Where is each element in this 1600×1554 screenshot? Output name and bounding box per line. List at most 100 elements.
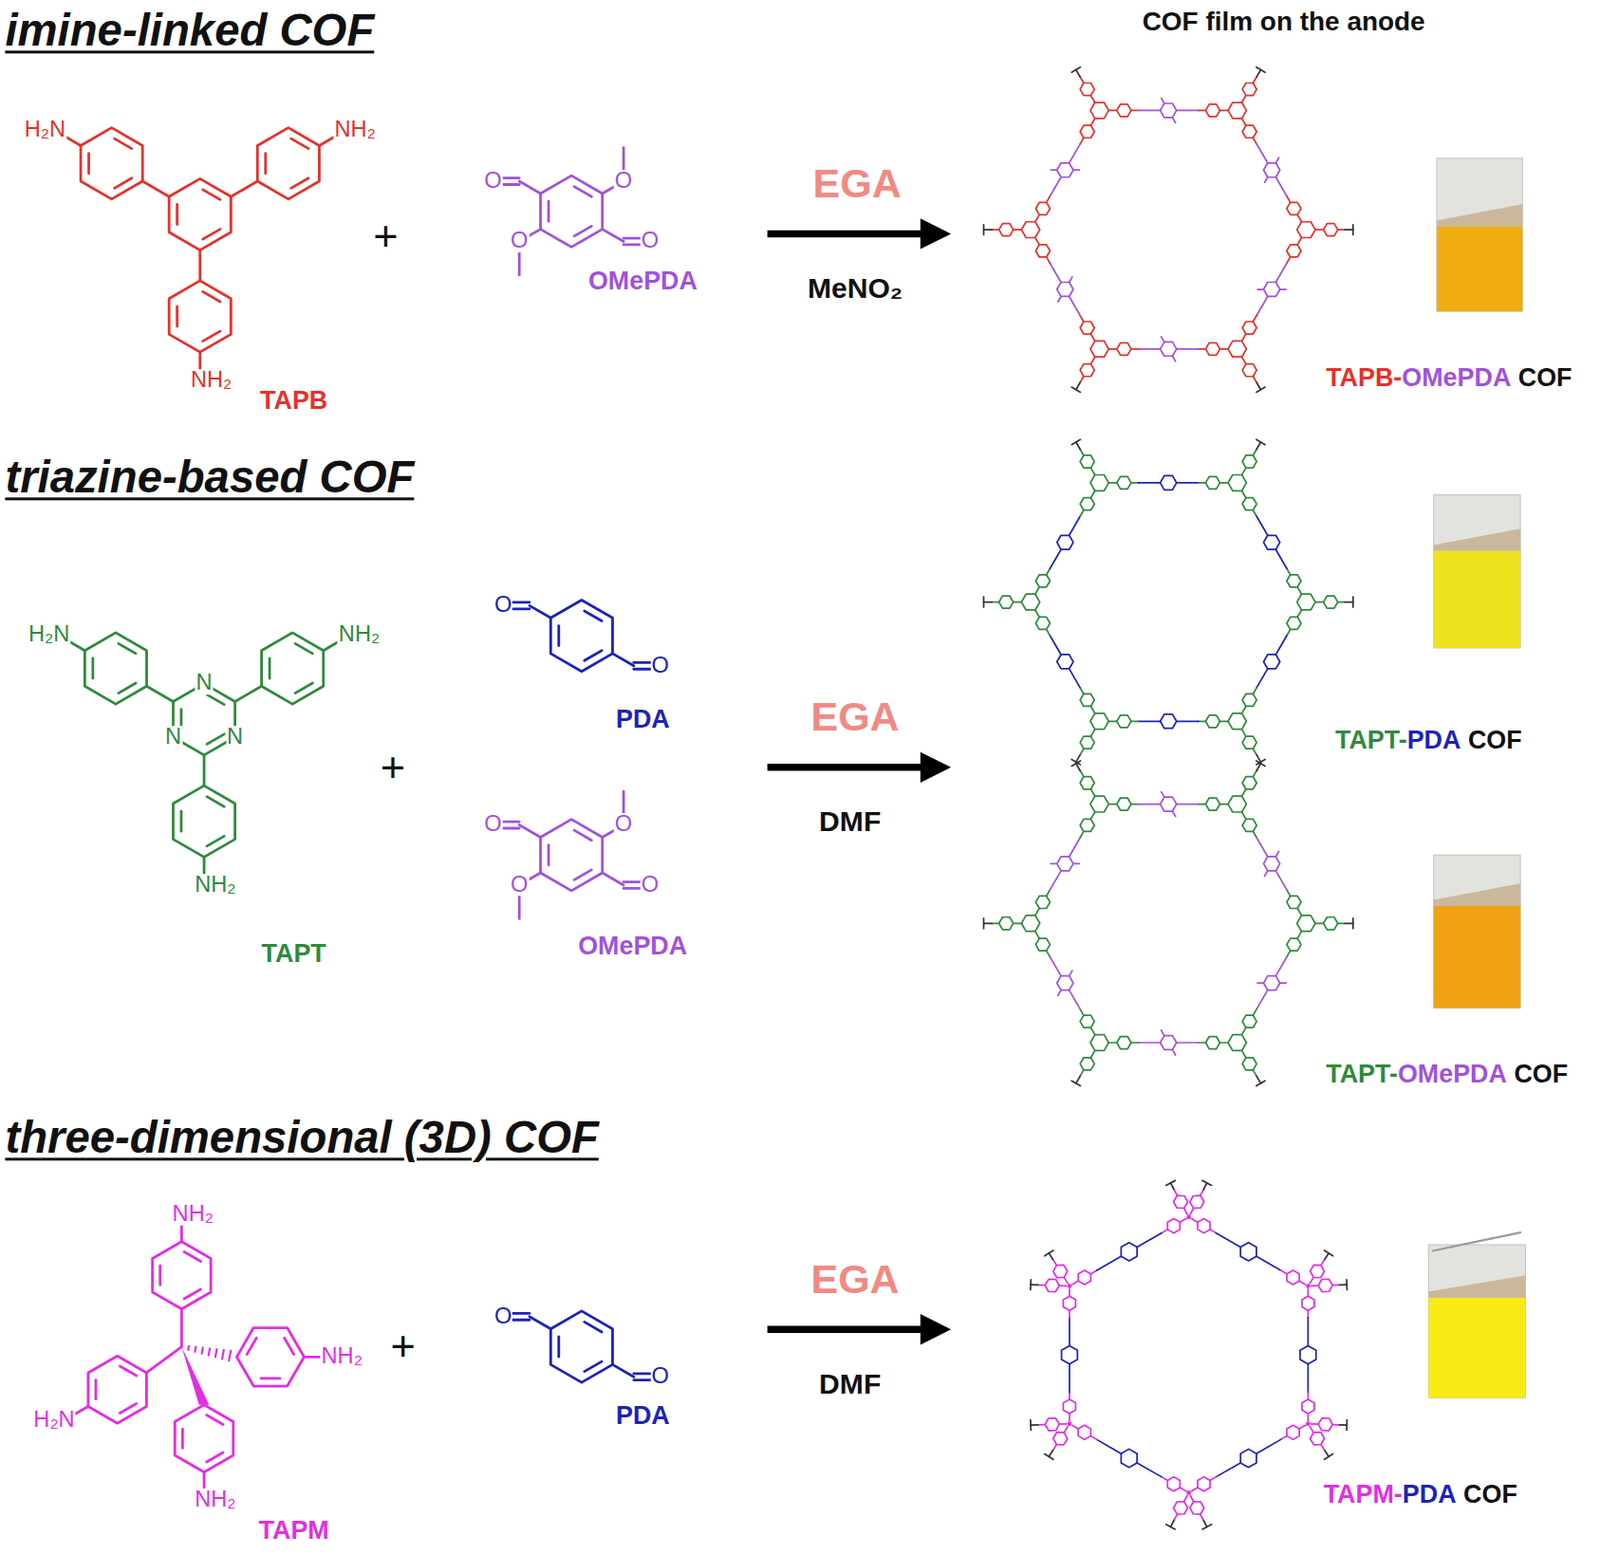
double-bond-line: [263, 153, 267, 174]
methoxy-stub: [1161, 1030, 1165, 1037]
imine-linker: [1069, 837, 1081, 857]
bond-line: [142, 181, 169, 197]
cut-mark: [1256, 439, 1266, 445]
double-bond-line: [501, 183, 520, 187]
plus-sign: +: [372, 215, 398, 259]
arm-ring: [1079, 1015, 1095, 1028]
arm-ring: [1078, 1425, 1091, 1440]
section-heading: imine-linked COF: [4, 8, 374, 54]
double-bond-line: [574, 830, 592, 841]
imine-linker: [1137, 720, 1160, 723]
imine-linker: [1256, 144, 1268, 164]
methoxy-stub: [1172, 355, 1175, 362]
phenyl-ring: [257, 128, 319, 200]
arm-ring: [1242, 321, 1257, 335]
bond-line: [75, 1406, 89, 1414]
compound-name: TAPB: [260, 387, 328, 413]
product-name-part: PDA: [1402, 1482, 1457, 1508]
arm-ring: [999, 223, 1014, 237]
bond-line: [1046, 890, 1051, 897]
linker-ring: [1057, 856, 1074, 872]
imine-linker: [1176, 720, 1199, 723]
cof-film: [1433, 906, 1521, 1009]
arm-ring: [1242, 125, 1257, 138]
bond-line: [1286, 568, 1291, 576]
bond-line: [1090, 95, 1095, 103]
tape-band: [1433, 528, 1521, 552]
imine-linker: [1275, 957, 1287, 977]
cut-mark: [1029, 1420, 1032, 1432]
cut-mark: [1352, 596, 1355, 608]
arm-ring: [1079, 818, 1095, 832]
arm-ring: [1318, 1279, 1333, 1292]
bond-line: [1219, 720, 1228, 723]
bond-line: [1242, 118, 1247, 126]
product-name: TAPT-PDACOF: [1335, 726, 1523, 753]
imine-linker: [1069, 296, 1081, 316]
methyl-bond: [622, 791, 626, 815]
double-bond-line: [114, 138, 132, 149]
atom-label: H₂N: [23, 118, 67, 142]
arm-ring: [1079, 455, 1095, 468]
bond-line: [1242, 1027, 1247, 1035]
bond-line: [1173, 1190, 1178, 1197]
bond-line: [1179, 1219, 1187, 1224]
sp3-carbon: [1305, 1283, 1311, 1289]
imine-stub: [1203, 1183, 1207, 1191]
sp3-carbon: [1067, 1421, 1073, 1427]
bond-line: [1063, 1426, 1068, 1433]
double-bond-line: [206, 734, 224, 745]
imine-stub: [1076, 382, 1080, 391]
bond-line: [1252, 770, 1257, 777]
double-bond-line: [203, 189, 221, 201]
bond-line: [602, 229, 624, 242]
node-ring: [1090, 475, 1109, 492]
node-ring: [1227, 102, 1247, 119]
arm-ring: [1079, 83, 1095, 96]
bond-line: [1332, 1284, 1340, 1287]
arm-ring: [1286, 1425, 1300, 1440]
imine-linker: [1049, 957, 1061, 977]
bond-line: [1320, 1259, 1325, 1266]
arm-ring: [1044, 1279, 1060, 1292]
bond-line: [1200, 1514, 1205, 1522]
product-name-part: OMePDA: [1397, 1061, 1507, 1088]
imine-stub: [1171, 1521, 1174, 1528]
arm-ring: [1116, 798, 1132, 811]
bond-line: [1281, 1270, 1287, 1275]
compound-name: PDA: [615, 706, 670, 733]
bond-line: [1090, 334, 1095, 341]
arrow-head: [920, 218, 951, 249]
bond-line: [1307, 1413, 1310, 1422]
benzene-ring: [550, 599, 613, 671]
double-bond-line: [284, 1338, 295, 1355]
bond-line: [1281, 1436, 1287, 1441]
bond-line: [1131, 720, 1139, 723]
double-bond-line: [574, 186, 592, 198]
bond-line: [1200, 1190, 1205, 1197]
bond-line: [1013, 601, 1023, 604]
bond-line: [519, 181, 540, 194]
compound-name: MeNO₂: [807, 274, 903, 303]
atom-label: O: [650, 654, 670, 678]
methoxy-stub: [1257, 288, 1264, 291]
bond-line: [1108, 803, 1117, 806]
bond-line: [1161, 1229, 1168, 1234]
node-ring: [1227, 713, 1247, 730]
arm-ring: [1079, 1058, 1095, 1071]
double-bond-line: [511, 601, 530, 605]
double-bond-line: [180, 811, 184, 832]
double-bond-line: [203, 291, 221, 302]
double-bond-line: [118, 643, 136, 654]
arm-ring: [1310, 1432, 1325, 1446]
atom-label: O: [640, 874, 660, 897]
sp3-carbon: [1305, 1421, 1311, 1427]
atom-label: O: [640, 229, 660, 253]
imine-linker: [1215, 1463, 1241, 1478]
arm-ring: [1167, 1477, 1180, 1492]
product-name-part: TAPT-: [1325, 1061, 1398, 1088]
double-bond-line: [623, 887, 642, 891]
bond-line: [1198, 482, 1207, 484]
core-ring: [168, 178, 231, 250]
